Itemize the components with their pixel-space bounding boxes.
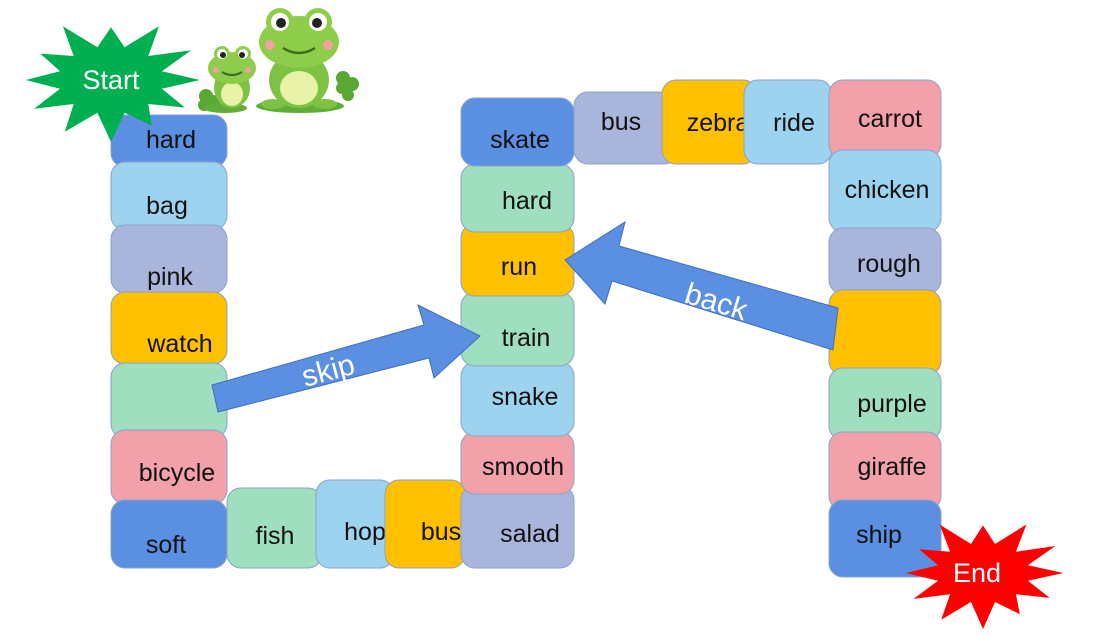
path-tile: chicken <box>828 149 942 233</box>
tile-word: watch <box>146 330 212 358</box>
tile-word: chicken <box>845 176 930 204</box>
tile-word: bicycle <box>139 459 215 487</box>
tile-word: hard <box>146 126 196 154</box>
tile-word: carrot <box>858 105 922 133</box>
path-tile: skate <box>460 97 575 167</box>
tile-word: purple <box>857 390 927 418</box>
tile-word: pink <box>147 263 193 291</box>
tile-word: fish <box>256 522 295 550</box>
frog-pair-image <box>198 8 359 113</box>
path-tile: salad <box>460 485 575 569</box>
tile-word: bus <box>421 518 461 546</box>
start-burst: Start <box>25 26 200 142</box>
path-tile: snake <box>460 361 575 437</box>
tile-word: hop <box>344 518 386 546</box>
path-tile: hard <box>110 114 228 168</box>
path-tile: ride <box>743 79 833 165</box>
path-tile: train <box>460 291 575 367</box>
skip-arrow-label: skip <box>298 348 358 394</box>
path-tile: purple <box>828 367 942 441</box>
path-tile <box>110 362 228 439</box>
path-tile: smooth <box>460 431 575 495</box>
tile-word: hard <box>502 187 552 215</box>
start-label: Start <box>82 65 140 95</box>
path-tile: giraffe <box>828 431 942 511</box>
path-tile: hard <box>460 163 575 233</box>
path-tile: zebra <box>661 79 758 165</box>
tile-shape <box>110 362 228 439</box>
tile-word: bag <box>146 192 188 220</box>
tile-word: smooth <box>482 453 564 481</box>
end-burst: End <box>906 524 1064 629</box>
tile-word: skate <box>490 126 550 154</box>
small-frog-icon <box>208 46 256 108</box>
skip-arrow: skip <box>211 304 481 413</box>
tile-word: run <box>501 253 537 281</box>
tile-word: giraffe <box>857 453 926 481</box>
path-tile: watch <box>110 291 228 365</box>
path-tiles: hard bag pink watch bicycle soft fish hop bus sal… <box>110 79 942 578</box>
path-tile: pink <box>110 224 228 294</box>
end-label: End <box>953 558 1001 588</box>
path-tile: hop <box>315 479 395 569</box>
path-tile <box>828 289 942 376</box>
tile-word: ride <box>773 109 815 137</box>
path-tile: ship <box>828 499 942 578</box>
tile-word: train <box>502 324 551 352</box>
tile-word: snake <box>492 383 559 411</box>
path-tile: run <box>460 223 575 297</box>
tile-word: rough <box>857 250 921 278</box>
path-tile: soft <box>110 499 228 569</box>
tile-shape <box>828 499 942 578</box>
path-tile: bicycle <box>110 429 228 505</box>
path-tile: bag <box>110 161 228 231</box>
path-tile: rough <box>828 227 942 295</box>
back-arrow: back <box>564 220 839 351</box>
tile-word: bus <box>601 108 641 136</box>
big-frog-icon <box>259 8 339 109</box>
tile-word: salad <box>500 520 560 548</box>
tile-word: soft <box>146 531 186 559</box>
tile-word: zebra <box>687 109 750 137</box>
path-tile: carrot <box>828 79 942 159</box>
path-tile: bus <box>573 91 679 165</box>
path-tile: fish <box>226 487 323 569</box>
tile-word: ship <box>856 521 902 549</box>
tile-shape <box>828 289 942 376</box>
path-tile: bus <box>384 479 466 569</box>
